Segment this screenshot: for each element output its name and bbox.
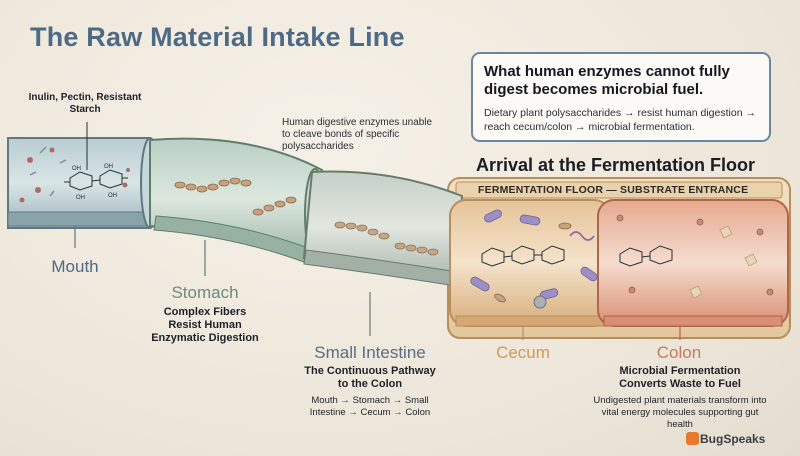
fermentation-floor-banner: FERMENTATION FLOOR — SUBSTRATE ENTRANCE <box>478 184 749 196</box>
stage-label-stomach: Stomach <box>171 283 239 302</box>
stomach-description: Complex Fibers Resist Human Enzymatic Di… <box>151 306 259 344</box>
colon-description: Microbial Fermentation Converts Waste to… <box>619 365 741 390</box>
svg-text:OH: OH <box>104 164 113 170</box>
callout-heading: What human enzymes cannot fully digest b… <box>484 63 730 98</box>
fermentation-heading: Arrival at the Fermentation Floor <box>476 155 756 175</box>
page-title: The Raw Material Intake Line <box>30 22 405 52</box>
pathway-sequence: Mouth → Stomach → Small Intestine → Cecu… <box>309 395 431 418</box>
fiber-types-label: Inulin, Pectin, Resistant Starch <box>28 92 142 115</box>
callout-body: Dietary plant polysaccharides → resist h… <box>484 107 756 133</box>
stage-label-cecum: Cecum <box>496 343 550 362</box>
small-intestine-description: The Continuous Pathway to the Colon <box>304 365 436 390</box>
stage-label-colon: Colon <box>656 343 702 362</box>
stomach-tube <box>149 137 326 276</box>
svg-text:OH: OH <box>72 166 81 172</box>
brand-logo: BugSpeaks <box>700 432 766 446</box>
colon-chamber <box>597 199 789 340</box>
stage-label-mouth: Mouth <box>51 257 99 276</box>
cecum-chamber <box>449 199 611 340</box>
stage-label-small-intestine: Small Intestine <box>314 343 426 362</box>
mouth-tube: OH OH OH OH <box>7 122 160 248</box>
svg-text:OH: OH <box>76 195 85 201</box>
small-intestine-tube <box>302 170 464 336</box>
bugspeaks-logo-icon <box>686 432 699 445</box>
key-message-callout: What human enzymes cannot fully digest b… <box>471 52 771 142</box>
enzymes-annotation: Human digestive enzymes unable to cleave… <box>282 117 433 152</box>
svg-text:OH: OH <box>108 193 117 199</box>
colon-detail: Undigested plant materials transform int… <box>593 395 767 430</box>
